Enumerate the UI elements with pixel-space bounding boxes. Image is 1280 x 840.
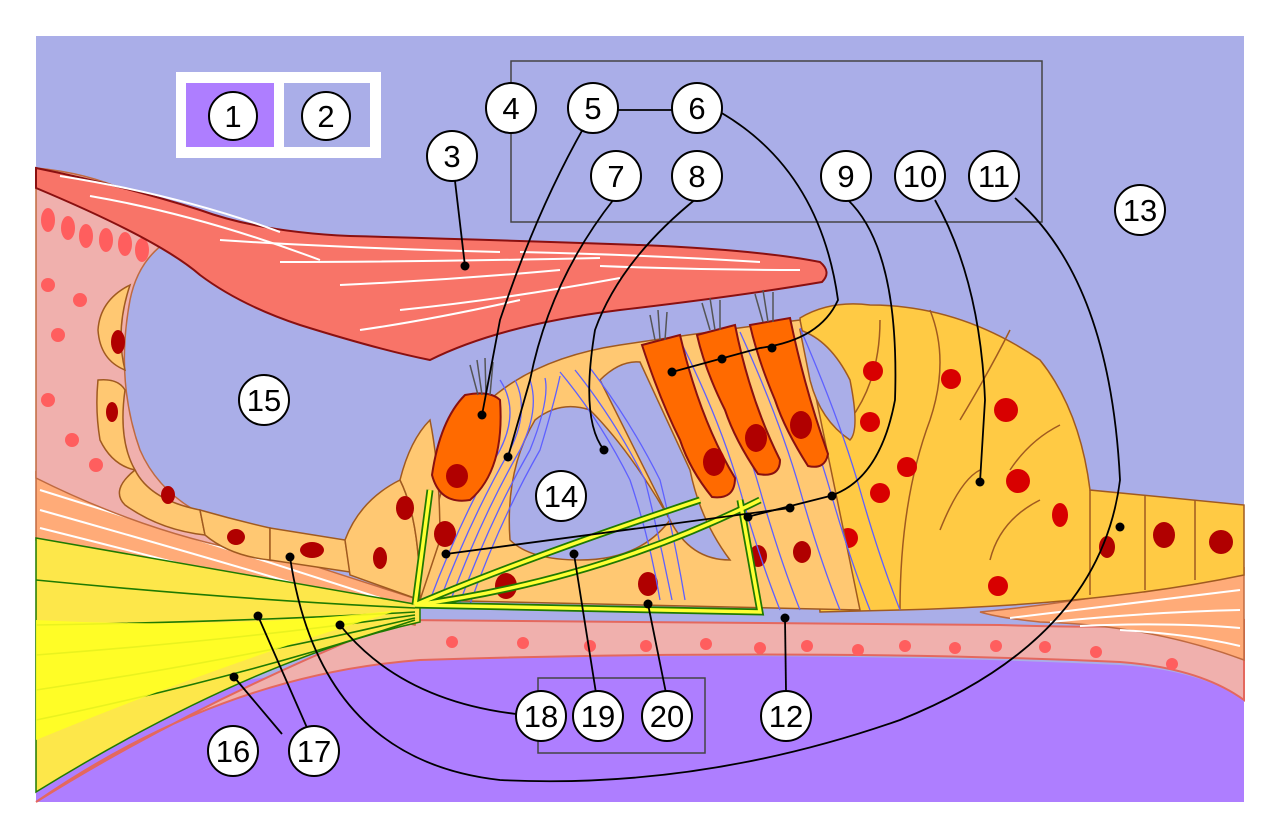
callout-5: 5	[567, 82, 619, 134]
callout-3: 3	[426, 130, 478, 182]
ligament-fibers	[1009, 589, 1241, 647]
callout-12: 12	[760, 690, 812, 742]
svg-text:16: 16	[216, 734, 250, 769]
leader-lines	[233, 109, 1121, 783]
svg-text:8: 8	[688, 159, 705, 194]
svg-text:6: 6	[688, 91, 705, 126]
outer-tunnel	[799, 328, 856, 441]
svg-text:12: 12	[769, 699, 803, 734]
svg-text:7: 7	[607, 159, 624, 194]
svg-text:5: 5	[584, 91, 601, 126]
callout-18: 18	[515, 690, 567, 742]
callout-9: 9	[820, 150, 872, 202]
outer-hair-cells	[640, 289, 830, 499]
callout-19: 19	[572, 690, 624, 742]
hensen-cell-walls	[849, 309, 1196, 611]
svg-text:2: 2	[317, 99, 334, 134]
callout-group-box-top	[510, 60, 1043, 223]
callout-6: 6	[671, 82, 723, 134]
callout-4: 4	[485, 82, 537, 134]
nuel-space	[599, 361, 732, 561]
tectorial-fibers	[59, 175, 801, 331]
leader-dots	[229, 261, 1125, 682]
callout-14: 14	[535, 470, 587, 522]
svg-text:9: 9	[837, 159, 854, 194]
callout-20: 20	[641, 690, 693, 742]
callout-8: 8	[671, 150, 723, 202]
hensen-cells	[799, 303, 1245, 613]
inner-hair-cell	[430, 357, 502, 502]
callout-7: 7	[590, 150, 642, 202]
efferent-nerve-paths	[411, 489, 765, 616]
tectorial-membrane	[35, 166, 828, 362]
svg-text:18: 18	[524, 699, 558, 734]
svg-text:13: 13	[1123, 193, 1157, 228]
afferent-fibers	[429, 327, 901, 611]
callout-11: 11	[968, 150, 1020, 202]
callout-17: 17	[288, 725, 340, 777]
callout-13: 13	[1114, 184, 1166, 236]
basilar-membrane-dots	[446, 636, 1178, 670]
svg-text:19: 19	[581, 699, 615, 734]
callout-2: 2	[301, 91, 351, 141]
svg-text:11: 11	[978, 159, 1010, 194]
svg-text:17: 17	[297, 734, 331, 769]
callout-1: 1	[208, 91, 258, 141]
svg-text:4: 4	[502, 91, 519, 126]
limbus-dots	[41, 208, 149, 472]
callout-16: 16	[207, 725, 259, 777]
svg-text:10: 10	[903, 159, 937, 194]
callout-10: 10	[894, 150, 946, 202]
basilar-membrane	[35, 618, 1245, 803]
svg-text:15: 15	[247, 383, 281, 418]
inner-sulcus-nuclei	[106, 330, 324, 558]
nerve-highlight	[36, 610, 400, 740]
claudius-nuclei	[1099, 522, 1233, 558]
callout-15: 15	[238, 374, 290, 426]
svg-text:3: 3	[443, 139, 460, 174]
hensen-nuclei	[838, 361, 1068, 596]
svg-text:20: 20	[650, 699, 684, 734]
lower-chamber	[36, 656, 1244, 802]
svg-text:1: 1	[224, 99, 241, 134]
svg-text:14: 14	[544, 479, 578, 514]
